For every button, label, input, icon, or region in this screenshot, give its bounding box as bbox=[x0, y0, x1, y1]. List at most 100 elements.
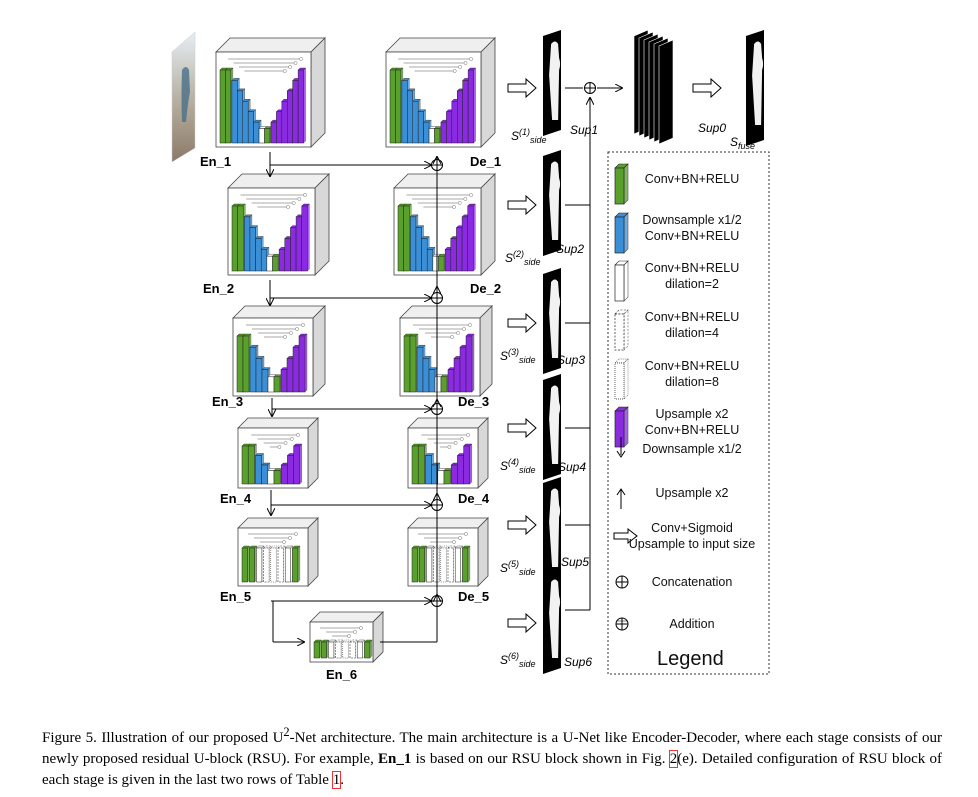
layer-bar bbox=[255, 545, 265, 583]
rsu-internal-layers bbox=[236, 323, 308, 393]
layer-bar bbox=[425, 545, 435, 583]
stage-label-de4: De_4 bbox=[458, 491, 490, 506]
purple-block-icon bbox=[614, 406, 629, 448]
conv-sigmoid-arrow bbox=[507, 77, 537, 99]
architecture-diagram: En_1 De_1 En_2 De_2 En_3 De_3 En_4 De_4 … bbox=[171, 29, 770, 682]
stage-label-de5: De_5 bbox=[458, 589, 489, 604]
layer-bar bbox=[263, 545, 272, 583]
layer-bar bbox=[440, 545, 449, 583]
rsu-internal-layers bbox=[411, 532, 471, 583]
layer-bar bbox=[465, 333, 475, 393]
rsu-block-en4 bbox=[237, 417, 319, 489]
layer-bar bbox=[320, 639, 330, 659]
fusion-concat-icon bbox=[584, 82, 596, 94]
layer-bar bbox=[327, 639, 337, 659]
legend-item-label: Downsample x1/2 bbox=[642, 213, 741, 227]
layer-bar bbox=[291, 545, 301, 583]
layer-bar bbox=[356, 639, 366, 659]
fused-output-map bbox=[746, 30, 764, 146]
legend-item-label: Concatenation bbox=[652, 575, 733, 589]
stage-label-en2: En_2 bbox=[203, 281, 234, 296]
sup-label-3: Sup3 bbox=[557, 353, 585, 367]
dotted-block-icon bbox=[614, 358, 629, 400]
layer-bar bbox=[298, 333, 308, 393]
rsu-block-de1 bbox=[385, 37, 496, 148]
conv-sigmoid-arrow bbox=[507, 417, 537, 439]
caption-text-3: is based on our RSU block shown in Fig. bbox=[411, 751, 670, 767]
caption-text-1: Figure 5. Illustration of our proposed U bbox=[42, 730, 284, 746]
rsu-internal-layers bbox=[411, 433, 473, 485]
stage-label-en5: En_5 bbox=[220, 589, 251, 604]
side-output-label-2: S(2)side bbox=[505, 249, 541, 267]
rsu-block-en5 bbox=[237, 517, 319, 587]
sup-label-1: Sup1 bbox=[570, 123, 598, 137]
legend-item-up-arrow: Upsample x2 bbox=[616, 486, 729, 509]
sup-label-5: Sup5 bbox=[561, 555, 589, 569]
caption-text-2: -Net architecture. The main architecture… bbox=[42, 730, 942, 767]
legend-item-down-arrow: Downsample x1/2 bbox=[616, 437, 742, 458]
legend-item-sublabel: Upsample to input size bbox=[629, 537, 756, 551]
table-reference-link[interactable]: 1 bbox=[331, 771, 342, 789]
up-arrow-icon bbox=[616, 488, 626, 509]
rsu-block-en3 bbox=[232, 305, 326, 397]
conv-sigmoid-arrow bbox=[507, 514, 537, 536]
legend-item-label: Conv+BN+RELU bbox=[645, 359, 740, 373]
legend-item-white-block: Conv+BN+RELU dilation=2 bbox=[614, 260, 740, 302]
legend-item-label: Conv+BN+RELU bbox=[645, 310, 740, 324]
layer-bar bbox=[411, 545, 420, 583]
layer-bar bbox=[335, 639, 344, 659]
layer-bar bbox=[297, 67, 307, 144]
stage-label-en1: En_1 bbox=[200, 154, 231, 169]
rsu-block-de3 bbox=[399, 305, 493, 397]
layer-bar bbox=[313, 639, 322, 659]
layer-bar bbox=[467, 203, 476, 272]
layer-bar bbox=[342, 639, 351, 659]
sup-label-6: Sup6 bbox=[564, 655, 592, 669]
layer-bar bbox=[293, 443, 303, 485]
stage-label-en4: En_4 bbox=[220, 491, 252, 506]
blue-block-icon bbox=[614, 212, 629, 254]
rsu-block-en1 bbox=[215, 37, 326, 148]
layer-bar bbox=[301, 203, 310, 272]
rsu-internal-layers bbox=[241, 433, 303, 485]
rsu-block-de2 bbox=[393, 173, 496, 276]
dashed-block-icon bbox=[614, 309, 629, 351]
legend-item-sublabel: dilation=2 bbox=[665, 277, 719, 291]
layer-bar bbox=[467, 67, 477, 144]
figure-caption: Figure 5. Illustration of our proposed U… bbox=[42, 722, 942, 791]
rsu-block-de5 bbox=[407, 517, 489, 587]
green-block-icon bbox=[614, 163, 629, 205]
stage-label-de3: De_3 bbox=[458, 394, 489, 409]
stage-label-en3: En_3 bbox=[212, 394, 243, 409]
side-output-label-5: S(5)side bbox=[500, 559, 536, 577]
legend-title: Legend bbox=[657, 648, 724, 670]
side-output-map-6 bbox=[543, 568, 561, 674]
rsu-internal-layers bbox=[397, 193, 476, 272]
fuse-output-arrow bbox=[692, 77, 722, 99]
legend-item-sublabel: Conv+BN+RELU bbox=[645, 229, 740, 243]
input-image bbox=[171, 31, 196, 163]
rsu-block-de4 bbox=[407, 417, 489, 489]
side-output-label-6: S(6)side bbox=[500, 651, 536, 669]
figure-reference-link[interactable]: 2 bbox=[668, 750, 679, 768]
legend-item-label: Downsample x1/2 bbox=[642, 442, 741, 456]
legend-border bbox=[607, 151, 770, 675]
circle-cross-icon bbox=[615, 617, 629, 631]
legend-item-label: Upsample x2 bbox=[656, 486, 729, 500]
side-output-map-3 bbox=[543, 268, 561, 374]
legend-item-circle-cross: Addition bbox=[615, 617, 715, 631]
layer-bar bbox=[461, 545, 471, 583]
legend-item-sublabel: Conv+BN+RELU bbox=[645, 423, 740, 437]
legend-item-label: Addition bbox=[669, 617, 714, 631]
caption-sup: 2 bbox=[283, 725, 290, 739]
layer-bar bbox=[248, 545, 258, 583]
layer-bar bbox=[284, 545, 294, 583]
white-block-icon bbox=[614, 260, 629, 302]
legend-item-label: Conv+BN+RELU bbox=[645, 261, 740, 275]
rsu-internal-layers bbox=[403, 323, 475, 393]
